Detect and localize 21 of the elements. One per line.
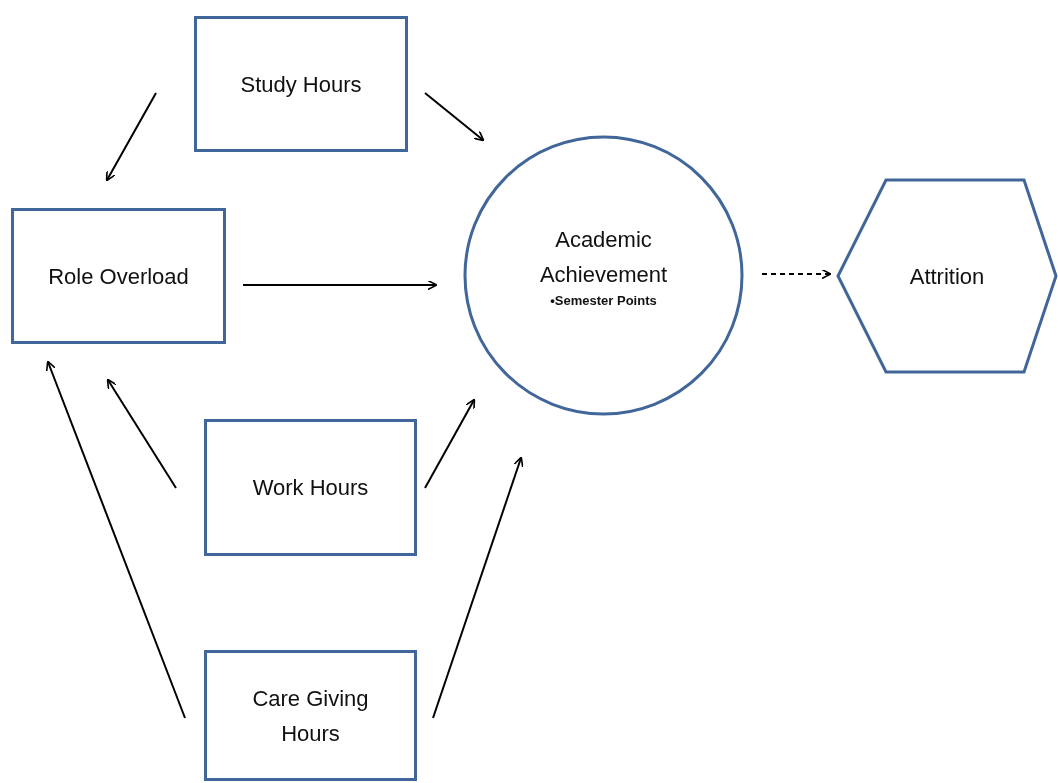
arrow [761,268,832,280]
node-label: Academic Achievement [538,225,669,289]
arrow [106,378,177,489]
node-label: Attrition [908,262,986,291]
process-box [194,16,408,152]
node-label: Work Hours [251,474,370,502]
node-label: Care Giving Hours [251,684,370,748]
arrow [105,92,157,182]
circle-node [463,135,744,416]
bullet-item: •Semester Points [550,291,657,310]
hexagon-node [836,178,1058,374]
process-box [204,419,417,556]
process-box [11,208,226,344]
arrow [424,398,476,489]
arrow [242,279,438,291]
node-label: Role Overload [47,262,190,291]
node-label: Study Hours [239,70,363,99]
arrow [45,360,186,719]
arrow [424,92,485,142]
process-box [204,650,417,781]
arrow [432,456,524,719]
